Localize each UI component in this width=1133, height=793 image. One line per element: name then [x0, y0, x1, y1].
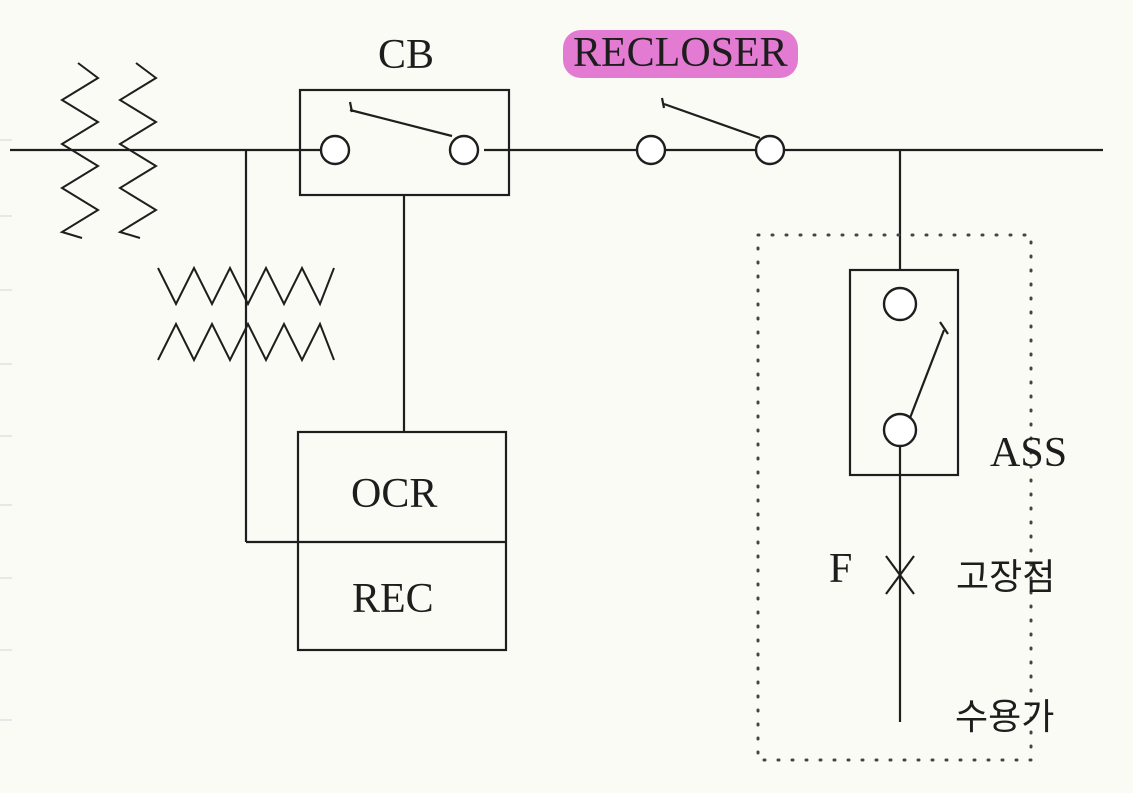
series-transformer-icon	[59, 62, 158, 239]
notebook-rules	[0, 139, 12, 721]
recloser-contact-left	[635, 134, 667, 166]
recloser-contact-right	[754, 134, 786, 166]
cb-label: CB	[378, 32, 435, 78]
circuit-breaker	[298, 88, 511, 432]
customer-label: 수용가	[955, 697, 1055, 738]
ass-contact-top	[882, 286, 918, 322]
ocr-label: OCR	[351, 471, 438, 517]
recloser-label: RECLOSER	[563, 30, 798, 78]
fault-mark-icon	[885, 555, 915, 595]
relay-box	[296, 430, 508, 652]
potential-transformer-icon	[157, 150, 335, 544]
rec-label: REC	[352, 576, 434, 622]
ass-contact-bottom	[882, 412, 918, 448]
fault-letter-label: F	[829, 546, 853, 592]
recloser-switch	[635, 97, 786, 166]
ass-label: ASS	[990, 430, 1068, 476]
fault-point-label: 고장점	[956, 557, 1056, 598]
cb-contact-right	[448, 134, 480, 166]
cb-contact-left	[319, 134, 351, 166]
ass-branch	[756, 150, 1033, 762]
